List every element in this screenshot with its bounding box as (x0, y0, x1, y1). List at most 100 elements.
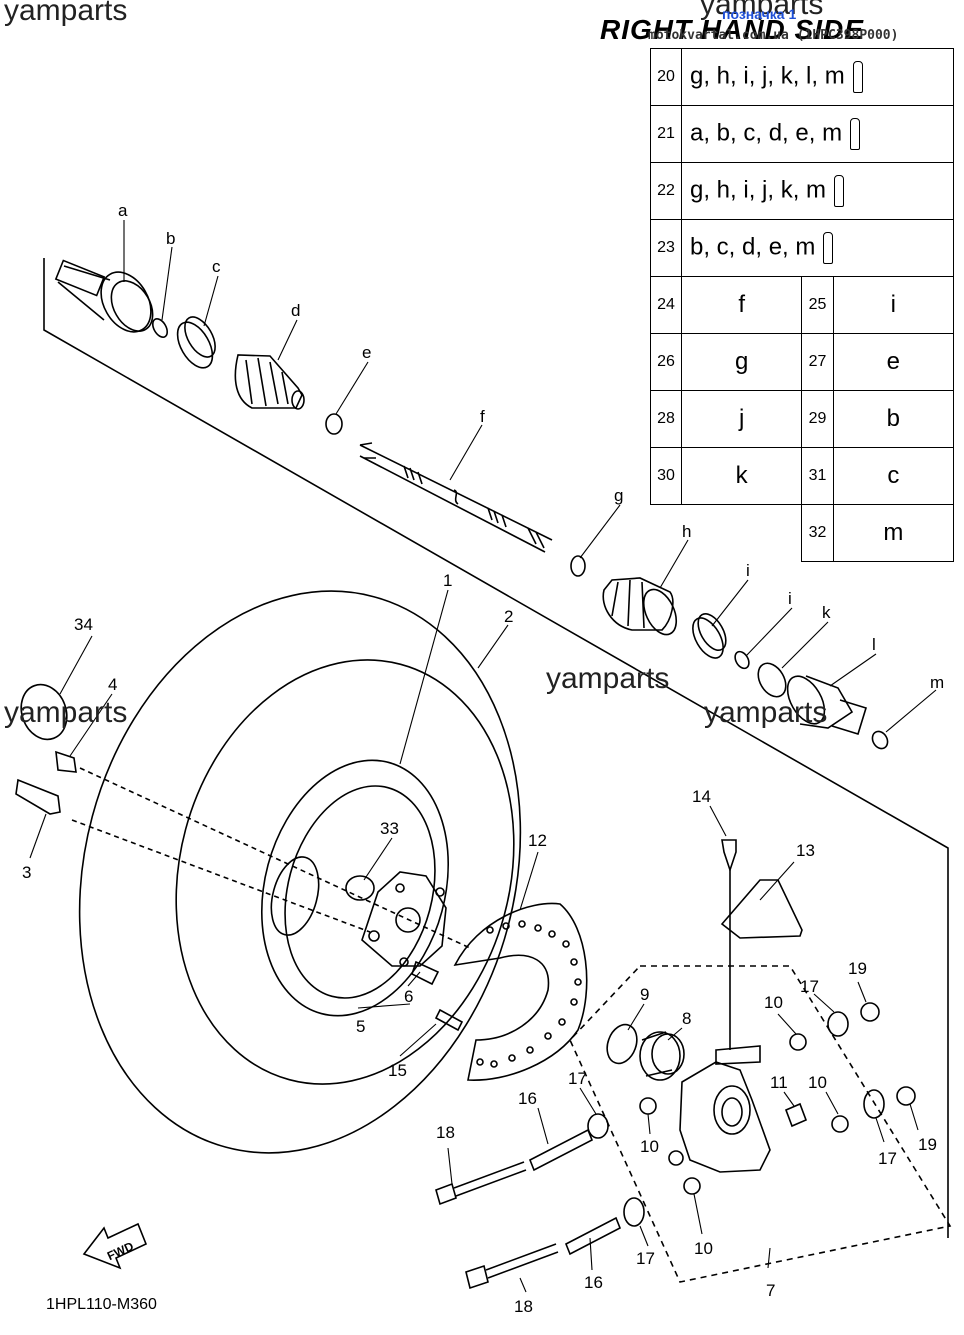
label-18: 18 (514, 1297, 533, 1316)
cv-joint-outer (54, 259, 154, 333)
label-2: 2 (504, 607, 513, 626)
drive-shaft (359, 442, 553, 553)
watermark: yamparts (546, 662, 670, 695)
legend-num: 24 (650, 276, 682, 334)
legend-letter: i (832, 276, 955, 334)
bolt (435, 1161, 527, 1206)
legend-row: 21 a, b, c, d, e, m (650, 105, 954, 163)
assembly-line (79, 767, 471, 949)
tube-icon (852, 61, 863, 93)
knuckle-frame (569, 965, 952, 1283)
label-8: 8 (682, 1009, 691, 1028)
label-4: 4 (108, 675, 117, 694)
bushing (863, 1089, 885, 1119)
washer (639, 1097, 657, 1115)
label-i: i (746, 561, 750, 580)
legend-table: 20 g, h, i, j, k, l, m 21 a, b, c, d, e,… (650, 48, 955, 562)
label-b: b (166, 229, 175, 248)
label-17: 17 (800, 977, 819, 996)
label-9: 9 (640, 985, 649, 1004)
cv-boot-inner (602, 577, 678, 636)
legend-row: 20 g, h, i, j, k, l, m (650, 48, 954, 106)
blue-mark: позначка 1 (722, 6, 797, 22)
wheel-rim (260, 759, 450, 1017)
circlip-inner (734, 650, 750, 670)
tube-icon (850, 118, 861, 150)
label-18: 18 (436, 1123, 455, 1142)
tube-icon (834, 175, 845, 207)
legend-letter: c (832, 447, 955, 505)
washer (668, 1150, 684, 1166)
label-d: d (291, 301, 300, 320)
valve-cap (55, 750, 77, 773)
label-15: 15 (388, 1061, 407, 1080)
watermark: yamparts (4, 0, 128, 27)
legend-num: 28 (650, 390, 682, 448)
label-33: 33 (380, 819, 399, 838)
bushing (623, 1197, 645, 1227)
label-17: 17 (568, 1069, 587, 1088)
legend-letters-cell: b, c, d, e, m (681, 219, 954, 277)
legend-pair-row: 24 f 25 i (650, 276, 955, 334)
boot-band (176, 316, 216, 369)
legend-letter: e (832, 333, 955, 391)
bushing (587, 1113, 609, 1139)
o-ring (757, 662, 787, 698)
legend-row: 22 g, h, i, j, k, m (650, 162, 954, 220)
hub-stud (411, 960, 440, 986)
label-17: 17 (636, 1249, 655, 1268)
brake-hose-bracket (720, 879, 803, 939)
label-l: l (872, 635, 876, 654)
legend-num: 23 (650, 219, 682, 277)
legend-letters-cell: g, h, i, j, k, l, m (681, 48, 954, 106)
legend-letters: g, h, i, j, k, l, m (690, 62, 845, 90)
legend-row: 23 b, c, d, e, m (650, 219, 954, 277)
label-10: 10 (640, 1137, 659, 1156)
assembly-frame (43, 258, 949, 1238)
label-19: 19 (848, 959, 867, 978)
legend-letter: j (680, 390, 803, 448)
legend-num: 22 (650, 162, 682, 220)
label-16: 16 (584, 1273, 603, 1292)
legend-spacer (682, 505, 802, 562)
label-34: 34 (74, 615, 93, 634)
label-g: g (614, 486, 623, 505)
label-10: 10 (764, 993, 783, 1012)
watermark: yamparts (4, 696, 128, 729)
assembly-line (71, 819, 371, 933)
legend-num: 29 (801, 390, 834, 448)
watermark: yamparts (700, 0, 824, 21)
label-14: 14 (692, 787, 711, 806)
label-11: 11 (770, 1073, 788, 1092)
bushing (827, 1011, 849, 1037)
legend-letter: f (680, 276, 803, 334)
legend-letters: a, b, c, d, e, m (690, 119, 843, 147)
bolt (465, 1243, 559, 1290)
label-19: 19 (918, 1135, 937, 1154)
label-i: i (788, 589, 792, 608)
legend-pair-row: 26 g 27 e (650, 333, 955, 391)
washer (831, 1115, 849, 1133)
steering-knuckle (679, 1045, 771, 1173)
legend-num: 30 (650, 447, 682, 505)
label-12: 12 (528, 831, 547, 850)
label-1: 1 (443, 571, 452, 590)
circlip (151, 318, 169, 338)
label-c: c (212, 257, 221, 276)
label-e: e (362, 343, 371, 362)
wheel-cover (20, 683, 68, 741)
legend-letter: g (680, 333, 803, 391)
legend-letters: b, c, d, e, m (690, 233, 816, 261)
label-k: k (822, 603, 831, 622)
diagram-code: 1HPL110-M360 (46, 1296, 157, 1313)
label-3: 3 (22, 863, 31, 882)
label-f: f (480, 407, 485, 426)
small-band-inner (570, 555, 586, 577)
legend-pair-row: 28 j 29 b (650, 390, 955, 448)
legend-letter: m (832, 504, 955, 562)
legend-pair-row: 30 k 31 c (650, 447, 955, 505)
small-band (325, 413, 343, 435)
leader-lines (29, 220, 937, 1293)
legend-num: 27 (801, 333, 834, 391)
label-17: 17 (878, 1149, 897, 1168)
